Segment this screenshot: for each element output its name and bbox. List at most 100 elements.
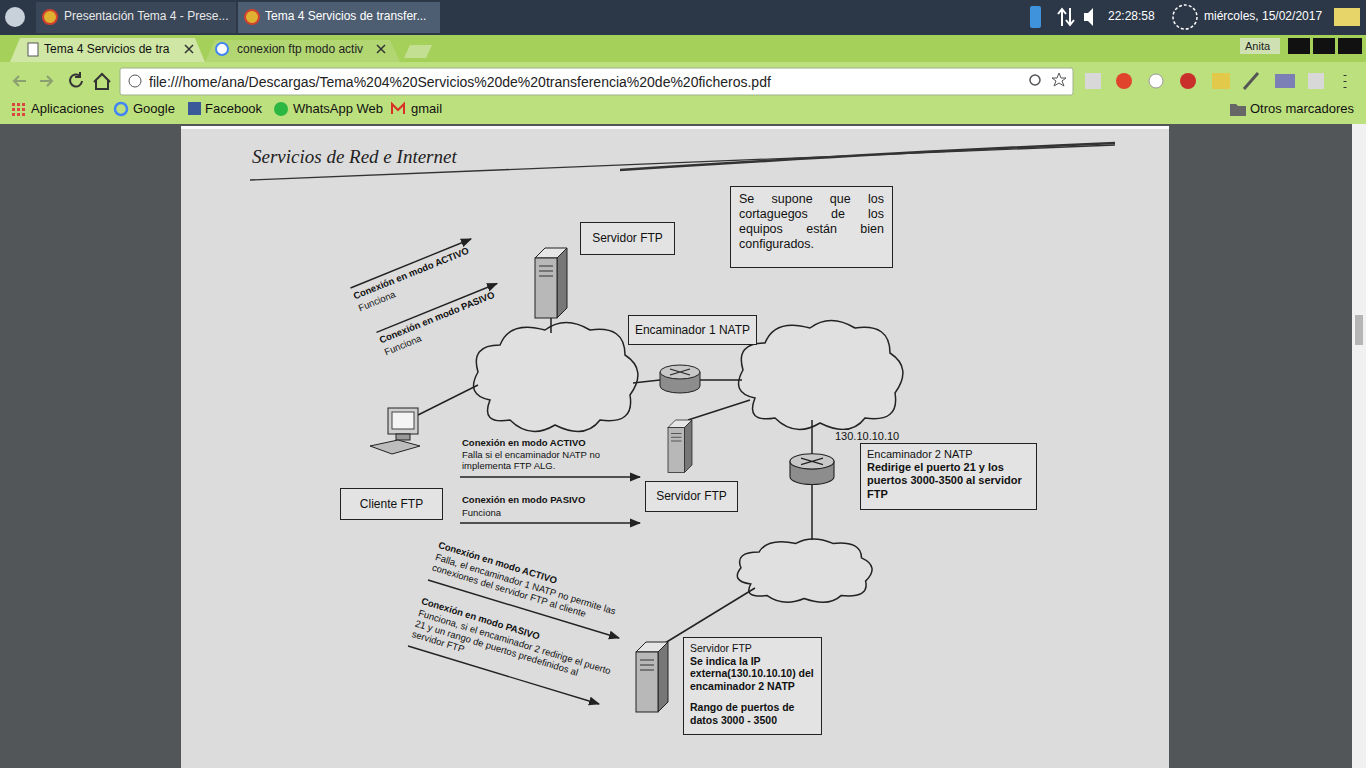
server-side xyxy=(658,642,668,712)
bookmark: gmail xyxy=(411,102,442,117)
chrome-icon xyxy=(43,10,57,24)
header-rule xyxy=(620,143,1115,170)
bookmark: Aplicaciones xyxy=(31,102,104,117)
router-icon xyxy=(790,454,834,485)
network-icon xyxy=(1058,8,1074,26)
tab-title: conexion ftp modo activ xyxy=(237,43,363,57)
server-icon xyxy=(535,248,567,318)
box-title: Se supone que los cortaguegos de los equ… xyxy=(739,192,884,252)
tab-title: Tema 4 Servicios de tra xyxy=(44,43,169,57)
wire xyxy=(811,420,813,458)
box-body: Rango de puertos de datos 3000 - 3500 xyxy=(690,701,815,726)
server-front xyxy=(535,258,557,318)
clock-time: 22:28:58 xyxy=(1108,10,1155,24)
wire xyxy=(550,318,552,333)
network-cloud xyxy=(474,323,638,432)
stand xyxy=(396,434,410,440)
arrow-note: Funciona, si el encaminador 2 redirige e… xyxy=(410,608,616,699)
server-icon xyxy=(668,420,692,473)
extension-icon xyxy=(1085,73,1101,89)
clock-icon xyxy=(1173,5,1197,29)
new-tab-button xyxy=(404,45,432,58)
task-button-active xyxy=(238,2,440,33)
scrollbar-thumb xyxy=(1355,315,1363,345)
wire xyxy=(688,400,750,420)
connection-arrows xyxy=(351,239,641,704)
facebook-icon xyxy=(188,102,201,115)
wire xyxy=(665,588,755,643)
gmail-icon xyxy=(392,104,404,114)
bookmark: Facebook xyxy=(205,102,262,117)
arrow-label: Conexión en modo ACTIVO xyxy=(462,438,586,449)
info-icon xyxy=(129,75,141,87)
pdf-page xyxy=(181,126,1169,768)
clock-date: miércoles, 15/02/2017 xyxy=(1204,10,1322,24)
box-title: Servidor FTP xyxy=(585,231,670,245)
router-label-box: Encaminador 1 NATP xyxy=(628,315,757,345)
wire xyxy=(633,380,660,383)
google-icon xyxy=(115,103,127,115)
computer-icon xyxy=(370,408,420,454)
apps-icon xyxy=(12,103,25,116)
profile-name: Anita xyxy=(1245,40,1270,53)
viewer-background xyxy=(0,124,1366,768)
whatsapp-icon xyxy=(274,102,288,116)
arrow-label: Conexión en modo PASIVO xyxy=(462,495,585,506)
router-label-box: Encaminador 2 NATPRedirige el puerto 21 … xyxy=(860,443,1037,510)
extension-icon xyxy=(1244,73,1258,89)
client-label-box: Cliente FTP xyxy=(340,488,443,520)
monitor xyxy=(388,408,418,434)
router-arrows xyxy=(801,458,823,465)
bookmark: WhatsApp Web xyxy=(293,102,383,117)
reload-icon xyxy=(70,72,82,86)
server-icon xyxy=(636,642,668,712)
mail-icon xyxy=(1334,8,1360,26)
box-title: Encaminador 1 NATP xyxy=(633,323,752,337)
desktop-panel xyxy=(0,0,1366,35)
router-icon xyxy=(660,365,700,393)
network-cloud xyxy=(737,539,872,602)
box-body: Redirige el puerto 21 y los puertos 3000… xyxy=(867,461,1030,501)
server-label-box: Servidor FTP xyxy=(645,481,738,512)
extension-icon xyxy=(1149,74,1163,88)
wire xyxy=(418,385,478,415)
box-title: Encaminador 2 NATP xyxy=(867,448,1030,461)
menu-icon xyxy=(5,7,25,27)
box-body: Se indica la IP externa(130.10.10.10) de… xyxy=(690,655,815,693)
screen xyxy=(392,412,414,429)
volume-icon xyxy=(1084,8,1093,26)
arrow xyxy=(460,476,640,477)
task-title: Presentación Tema 4 - Prese... xyxy=(64,10,229,24)
arrow-note: Funciona xyxy=(462,508,501,519)
note-box: Se supone que los cortaguegos de los equ… xyxy=(730,186,893,268)
page-header: Servicios de Red e Internet xyxy=(252,146,457,168)
window-button xyxy=(1288,38,1310,54)
window-button xyxy=(1313,38,1335,54)
server-front xyxy=(636,652,658,712)
network-cloud xyxy=(739,321,903,430)
header-rule xyxy=(250,145,1115,180)
server-front xyxy=(668,428,685,473)
bookmark: Google xyxy=(133,102,175,117)
server-label-box: Servidor FTPSe indica la IP externa(130.… xyxy=(683,637,822,735)
arrow-note: Falla si el encaminador NATP no implemen… xyxy=(462,450,647,472)
browser-tab-active xyxy=(10,38,205,62)
arrow xyxy=(377,284,498,333)
page-edge xyxy=(181,126,1169,129)
keyboard xyxy=(370,440,420,454)
extension-icon xyxy=(1308,73,1324,89)
page-icon xyxy=(28,43,38,56)
server-side xyxy=(685,420,693,473)
extension-icon xyxy=(1212,73,1230,89)
wire xyxy=(811,483,813,540)
google-icon xyxy=(216,43,228,55)
task-title: Tema 4 Servicios de transfer... xyxy=(265,10,426,24)
box-title: Servidor FTP xyxy=(690,642,815,655)
arrow xyxy=(460,522,640,523)
browser-frame xyxy=(0,35,1366,125)
arrow-label: Conexión en modo ACTIVO xyxy=(352,246,471,302)
server-slots xyxy=(671,434,682,442)
nav-arrows xyxy=(14,76,52,86)
router-arrows xyxy=(670,369,690,375)
